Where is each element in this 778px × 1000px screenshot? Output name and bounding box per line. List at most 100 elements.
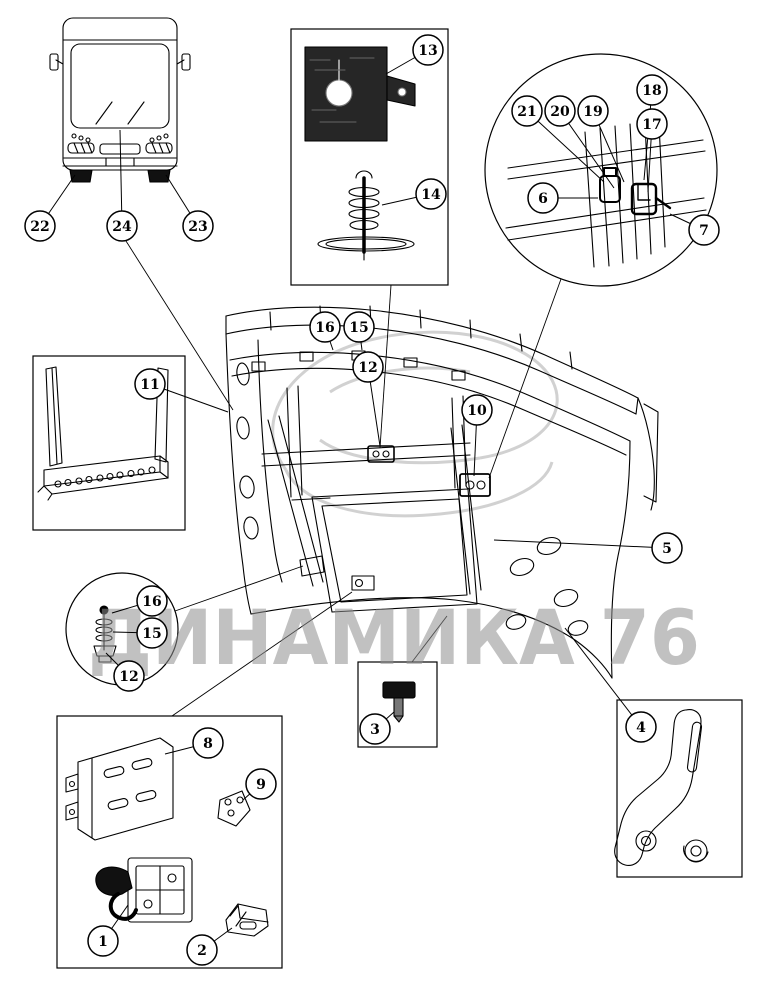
callout-5: 5 (493, 532, 683, 564)
callout-balloon (136, 585, 168, 617)
callout-number: 15 (349, 320, 368, 336)
crossmember-parts-box (32, 355, 186, 531)
bus-front-drawing (49, 17, 191, 183)
pushpin-part-3-drawing (382, 681, 416, 723)
callout-15: 15 (343, 311, 375, 351)
callout-balloon (415, 178, 447, 210)
fastener-detail-drawing (505, 122, 707, 268)
callout-balloon (527, 182, 559, 214)
callout-leader-line (526, 110, 605, 183)
callout-balloon (511, 95, 543, 127)
callout-balloon (87, 925, 119, 957)
callout-1: 1 (87, 904, 129, 957)
callout-15: 15 (112, 617, 168, 649)
callout-balloon (136, 617, 168, 649)
callout-balloon (461, 394, 493, 426)
callout-2: 2 (186, 927, 233, 966)
callout-number: 18 (642, 83, 661, 99)
bracket-part-4-drawing (614, 709, 709, 866)
callout-number: 24 (112, 219, 132, 235)
callout-leader-line (564, 627, 642, 728)
callout-12: 12 (105, 652, 145, 692)
callout-number: 22 (30, 219, 49, 235)
callout-number: 2 (197, 943, 207, 959)
callout-3: 3 (359, 711, 395, 745)
bracket-part-8-drawing (65, 737, 174, 841)
callout-number: 12 (358, 360, 377, 376)
callout-number: 16 (315, 320, 334, 336)
callout-balloon (182, 210, 214, 242)
callout-balloon (309, 311, 341, 343)
callout-balloon (688, 214, 720, 246)
callout-leader-line (119, 129, 123, 227)
callout-number: 8 (203, 736, 213, 752)
crossmember-part-11-drawing (37, 366, 169, 501)
callout-balloon (625, 711, 657, 743)
callout-balloon (359, 713, 391, 745)
callout-balloon (544, 95, 576, 127)
callout-balloon (134, 368, 166, 400)
callout-16: 16 (309, 311, 341, 351)
callout-balloon (113, 660, 145, 692)
callout-4: 4 (564, 627, 657, 743)
callout-13: 13 (385, 34, 444, 75)
callout-number: 1 (98, 934, 108, 950)
callout-number: 19 (583, 104, 602, 120)
callout-8: 8 (164, 727, 224, 759)
callout-number: 13 (418, 43, 437, 59)
callout-24: 24 (106, 129, 138, 242)
callout-22: 22 (24, 174, 76, 242)
watermark-text: ДИНАМИКА 76 (88, 593, 700, 682)
watermark-logo (271, 330, 559, 518)
screw-part-14-drawing (317, 170, 415, 261)
callout-number: 6 (538, 191, 548, 207)
callout-number: 3 (370, 722, 380, 738)
callout-balloon (106, 210, 138, 242)
callout-number: 17 (642, 117, 661, 133)
callout-number: 5 (662, 541, 672, 557)
callout-11: 11 (134, 368, 229, 413)
callout-17: 17 (636, 108, 668, 193)
bracket-parts-box (614, 699, 743, 878)
callout-10: 10 (461, 394, 493, 477)
callout-balloon (343, 311, 375, 343)
callout-balloon (24, 210, 56, 242)
callout-16: 16 (111, 585, 168, 617)
callout-6: 6 (527, 182, 598, 214)
callout-balloon (352, 351, 384, 383)
callout-14: 14 (381, 178, 447, 210)
callout-number: 9 (256, 777, 266, 793)
callout-21: 21 (511, 95, 605, 183)
callout-7: 7 (669, 213, 720, 246)
clip-screw-parts-box (290, 28, 449, 286)
callout-number: 14 (421, 187, 441, 203)
callout-number: 11 (140, 377, 159, 393)
striker-part-2-drawing (225, 903, 269, 937)
callout-number: 10 (467, 403, 487, 419)
callout-number: 7 (699, 223, 709, 239)
callout-balloon (636, 74, 668, 106)
small-fastener-drawing (93, 605, 117, 663)
front-panel-frame-drawing (225, 305, 659, 679)
callout-23: 23 (165, 174, 214, 242)
callout-balloon (245, 768, 277, 800)
callout-leader-line (493, 539, 668, 549)
callout-balloon (192, 727, 224, 759)
callout-9: 9 (242, 768, 277, 801)
callout-number: 21 (517, 104, 536, 120)
callout-number: 4 (636, 720, 646, 736)
callout-balloon (651, 532, 683, 564)
callout-number: 23 (188, 219, 207, 235)
clip-part-13-drawing (304, 46, 416, 142)
callout-number: 15 (142, 626, 161, 642)
callout-number: 20 (550, 104, 570, 120)
callout-12: 12 (352, 351, 384, 447)
callout-number: 16 (142, 594, 161, 610)
callout-19: 19 (577, 95, 625, 183)
callout-balloon (186, 934, 218, 966)
callout-balloon (412, 34, 444, 66)
callout-18: 18 (636, 74, 668, 181)
latch-part-1-drawing (95, 857, 193, 923)
